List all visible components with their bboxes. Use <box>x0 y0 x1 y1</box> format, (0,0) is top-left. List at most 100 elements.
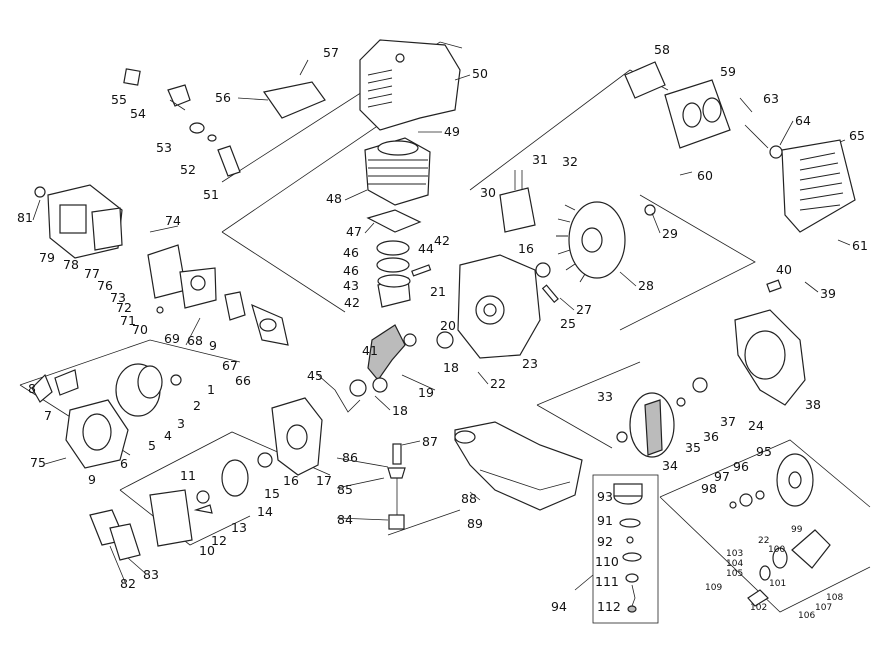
fuel-hose <box>387 443 406 530</box>
cylinder <box>364 137 431 206</box>
callout-55: 55 <box>111 92 127 107</box>
callout-68: 68 <box>187 333 203 348</box>
callout-32: 32 <box>562 154 578 169</box>
callout-31: 31 <box>532 152 548 167</box>
callout-34: 34 <box>662 458 678 473</box>
callout-19: 19 <box>418 385 434 400</box>
callout-16a: 16 <box>283 473 299 488</box>
callout-105: 105 <box>726 569 743 579</box>
callout-101: 101 <box>769 579 786 589</box>
callout-63: 63 <box>763 91 779 106</box>
callout-23: 23 <box>522 356 538 371</box>
callout-96: 96 <box>733 459 749 474</box>
callout-2: 2 <box>193 398 201 413</box>
muffler <box>624 61 856 233</box>
crankshaft <box>349 324 417 397</box>
callout-109: 109 <box>705 583 722 593</box>
callout-38: 38 <box>805 397 821 412</box>
callout-75: 75 <box>30 455 46 470</box>
callout-21: 21 <box>430 284 446 299</box>
callout-37: 37 <box>720 414 736 429</box>
callout-5: 5 <box>148 438 156 453</box>
callout-20: 20 <box>440 318 456 333</box>
callout-18a: 18 <box>392 403 408 418</box>
callout-104: 104 <box>726 559 743 569</box>
callout-45: 45 <box>307 368 323 383</box>
callout-18b: 18 <box>443 360 459 375</box>
callout-59: 59 <box>720 64 736 79</box>
callout-30: 30 <box>480 185 496 200</box>
callout-112: 112 <box>597 599 621 614</box>
callout-labels: 1 2 3 4 5 6 7 8 9 9 10 11 12 13 14 15 16… <box>17 42 868 621</box>
callout-41: 41 <box>362 343 378 358</box>
callout-15: 15 <box>264 486 280 501</box>
callout-91: 91 <box>597 513 613 528</box>
air-filter <box>34 184 123 259</box>
callout-78: 78 <box>63 257 79 272</box>
callout-94: 94 <box>551 599 567 614</box>
cylinder-cover <box>359 39 461 131</box>
callout-71: 71 <box>120 313 136 328</box>
callout-83: 83 <box>143 567 159 582</box>
callout-35: 35 <box>685 440 701 455</box>
leader-lines <box>32 59 851 591</box>
spark-plug-group <box>123 68 326 177</box>
callout-44: 44 <box>418 241 434 256</box>
callout-66: 66 <box>235 373 251 388</box>
callout-58: 58 <box>654 42 670 57</box>
callout-98: 98 <box>701 481 717 496</box>
callout-73: 73 <box>110 290 126 305</box>
callout-43: 43 <box>343 278 359 293</box>
callout-36: 36 <box>703 429 719 444</box>
callout-53: 53 <box>156 140 172 155</box>
callout-52: 52 <box>180 162 196 177</box>
callout-16b: 16 <box>518 241 534 256</box>
callout-9a: 9 <box>88 472 96 487</box>
callout-50: 50 <box>472 66 488 81</box>
crankcase-half <box>149 397 323 547</box>
callout-108: 108 <box>826 593 843 603</box>
callout-12: 12 <box>211 533 227 548</box>
fuel-tank <box>454 421 583 511</box>
callout-76: 76 <box>97 278 113 293</box>
callout-48: 48 <box>326 191 342 206</box>
clutch-drum <box>729 453 831 607</box>
callout-67: 67 <box>222 358 238 373</box>
callout-39: 39 <box>820 286 836 301</box>
callout-8: 8 <box>28 381 36 396</box>
callout-24: 24 <box>748 418 764 433</box>
callout-14: 14 <box>257 504 273 519</box>
callout-33: 33 <box>597 389 613 404</box>
callout-95: 95 <box>756 444 772 459</box>
callout-6: 6 <box>120 456 128 471</box>
callout-10: 10 <box>199 543 215 558</box>
callout-22b: 22 <box>758 536 769 546</box>
callout-93: 93 <box>597 489 613 504</box>
callout-49: 49 <box>444 124 460 139</box>
piston-set <box>366 209 432 308</box>
callout-69: 69 <box>164 331 180 346</box>
flywheel <box>535 201 656 283</box>
callout-87: 87 <box>422 434 438 449</box>
callout-77: 77 <box>84 266 100 281</box>
callout-51: 51 <box>203 187 219 202</box>
callout-17: 17 <box>316 473 332 488</box>
ignition-coil <box>499 170 536 233</box>
callout-103: 103 <box>726 549 743 559</box>
assembly-boundaries <box>19 41 871 624</box>
callout-111: 111 <box>595 574 619 589</box>
callout-107: 107 <box>815 603 832 613</box>
callout-60: 60 <box>697 168 713 183</box>
callout-40: 40 <box>776 262 792 277</box>
callout-47: 47 <box>346 224 362 239</box>
callout-4: 4 <box>164 428 172 443</box>
callout-42a: 42 <box>344 295 360 310</box>
callout-99: 99 <box>791 525 803 535</box>
callout-57: 57 <box>323 45 339 60</box>
fuel-cap-stack <box>613 483 643 613</box>
callout-89: 89 <box>467 516 483 531</box>
crankcase <box>436 254 541 359</box>
callout-61: 61 <box>852 238 868 253</box>
callout-28: 28 <box>638 278 654 293</box>
